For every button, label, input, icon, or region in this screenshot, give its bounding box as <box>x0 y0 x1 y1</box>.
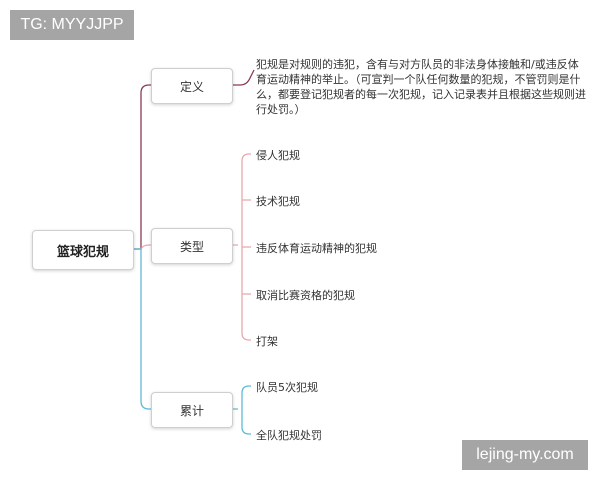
watermark-bottom: lejing-my.com <box>462 440 588 470</box>
accumulation-item-team-penalty[interactable]: 全队犯规处罚 <box>256 429 322 442</box>
type-item-fighting[interactable]: 打架 <box>256 335 278 348</box>
connector-definition-text <box>231 69 255 86</box>
type-item-personal-foul[interactable]: 侵人犯规 <box>256 149 300 162</box>
watermark-top: TG: MYYJJPP <box>10 10 134 40</box>
type-item-technical-foul[interactable]: 技术犯规 <box>256 195 300 208</box>
definition-text: 犯规是对规则的违犯，含有与对方队员的非法身体接触和/或违反体育运动精神的举止。（… <box>256 58 586 116</box>
accumulation-item-player-fouls[interactable]: 队员5次犯规 <box>256 381 318 394</box>
branch-types-node[interactable]: 类型 <box>151 228 233 264</box>
root-node[interactable]: 篮球犯规 <box>32 230 134 270</box>
branch-definition-node[interactable]: 定义 <box>151 68 233 104</box>
branch-accumulation-node[interactable]: 累计 <box>151 392 233 428</box>
connector-root-definition <box>132 84 151 250</box>
connector-types-spine <box>231 153 251 341</box>
connector-root-accumulation <box>132 248 151 410</box>
type-item-disqualifying-foul[interactable]: 取消比赛资格的犯规 <box>256 289 355 302</box>
connector-accumulation-spine <box>231 385 251 435</box>
type-item-unsportsmanlike-foul[interactable]: 违反体育运动精神的犯规 <box>256 242 377 255</box>
